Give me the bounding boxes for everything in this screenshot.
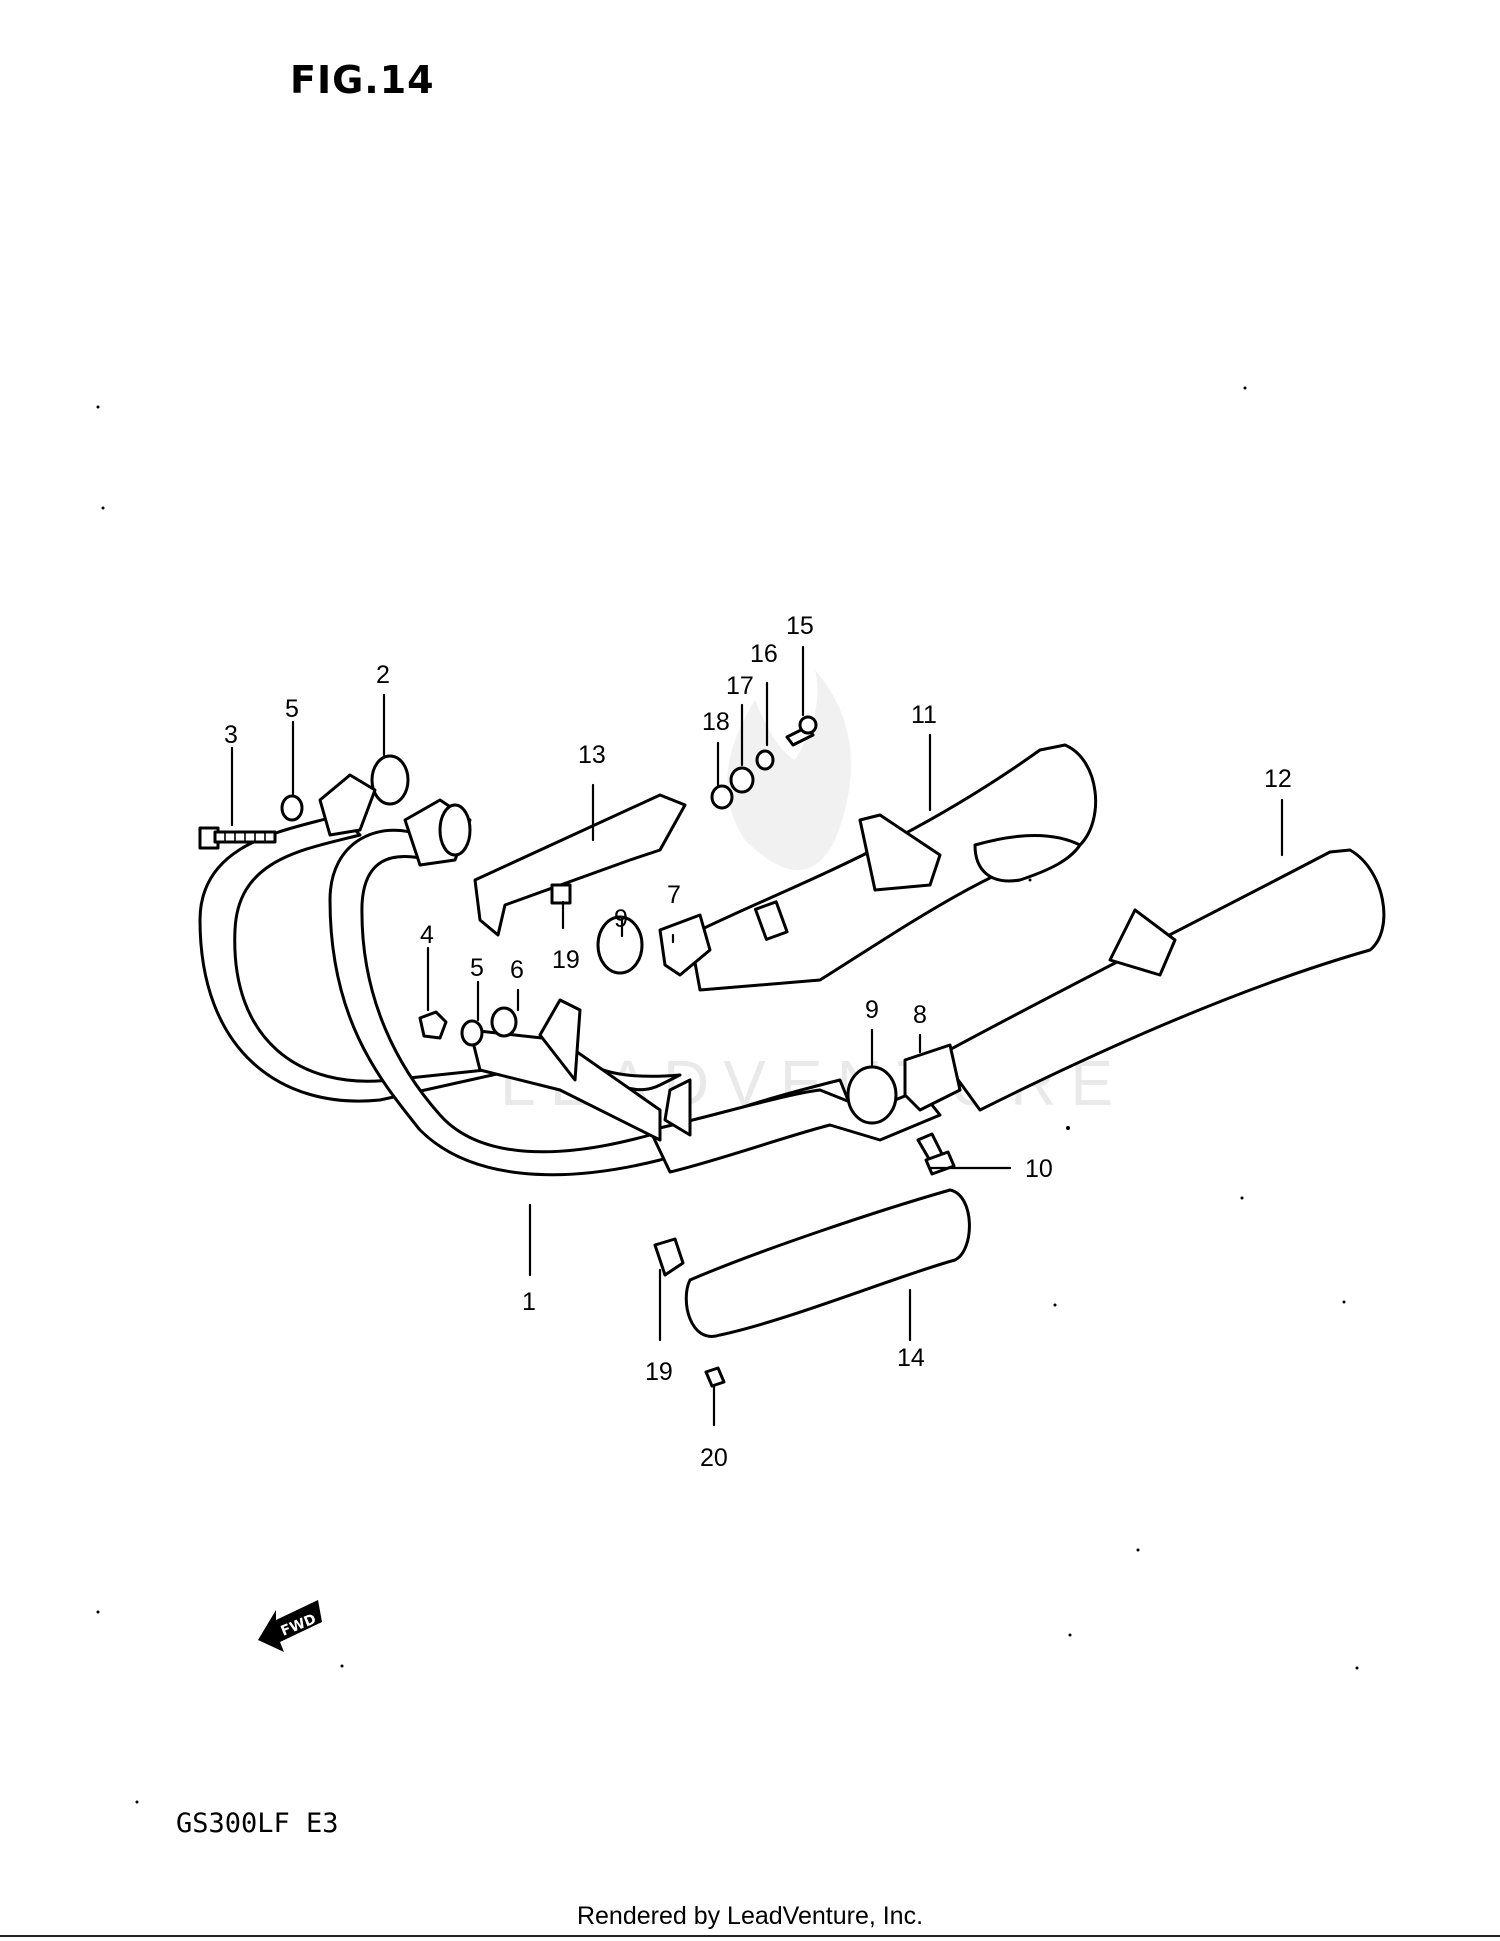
callout-20: 20 xyxy=(700,1444,728,1472)
part-4-bolt xyxy=(418,1010,448,1040)
exhaust-flanges xyxy=(318,773,472,867)
part-11-muffler-left xyxy=(688,743,1098,992)
callout-6: 6 xyxy=(510,956,524,984)
callout-labels: 1 2 3 4 5 5 6 7 8 9 9 10 11 12 13 14 15 … xyxy=(224,612,1292,1472)
footer-credit: Rendered by LeadVenture, Inc. xyxy=(576,1902,924,1930)
callout-5a: 5 xyxy=(285,695,299,723)
part-5-lockwasher xyxy=(460,1019,484,1047)
callout-19a: 19 xyxy=(552,946,580,974)
leader-lines xyxy=(230,645,1284,1427)
part-3-bolt xyxy=(198,826,277,850)
callout-10: 10 xyxy=(1025,1155,1053,1183)
part-18-cushion xyxy=(710,784,734,810)
part-19-clip-lower xyxy=(653,1237,685,1277)
part-20-screw xyxy=(704,1366,726,1388)
part-12-muffler-right xyxy=(938,848,1386,1112)
callout-9a: 9 xyxy=(614,905,628,933)
model-code: GS300LF E3 xyxy=(176,1808,339,1839)
part-5-washer xyxy=(280,794,304,822)
part-17-collar xyxy=(729,766,755,794)
fwd-arrow-icon: FWD xyxy=(258,1600,322,1652)
callout-3: 3 xyxy=(224,721,238,749)
callout-18: 18 xyxy=(702,708,730,736)
callout-7: 7 xyxy=(667,881,681,909)
footer-divider xyxy=(0,1935,1500,1937)
callout-12: 12 xyxy=(1264,765,1292,793)
pipe-crossmember xyxy=(468,998,692,1142)
part-7-clamp xyxy=(658,913,712,977)
callout-9b: 9 xyxy=(865,996,879,1024)
callout-4: 4 xyxy=(420,921,434,949)
part-9-connector-lower xyxy=(846,1065,898,1125)
part-15-screw xyxy=(785,715,818,747)
part-14-heat-shield xyxy=(684,1188,971,1338)
callout-15: 15 xyxy=(786,612,814,640)
callout-19b: 19 xyxy=(645,1358,673,1386)
callout-16: 16 xyxy=(750,640,778,668)
part-9-connector-upper xyxy=(596,915,644,975)
callout-1: 1 xyxy=(522,1288,536,1316)
callout-8: 8 xyxy=(913,1001,927,1029)
part-16-washer xyxy=(755,749,775,771)
callout-17: 17 xyxy=(726,672,754,700)
callout-5b: 5 xyxy=(470,954,484,982)
part-13-heat-shield xyxy=(473,793,687,937)
figure-title: FIG.14 xyxy=(290,58,435,102)
part-19-clip xyxy=(550,883,572,905)
part-2-gasket xyxy=(370,754,410,806)
scan-specks xyxy=(96,386,1359,1804)
callout-14: 14 xyxy=(897,1344,925,1372)
callout-13: 13 xyxy=(578,741,606,769)
part-8-clamp xyxy=(903,1043,962,1112)
callout-11: 11 xyxy=(911,701,937,729)
part-6-washer xyxy=(490,1006,518,1038)
callout-2: 2 xyxy=(376,661,390,689)
